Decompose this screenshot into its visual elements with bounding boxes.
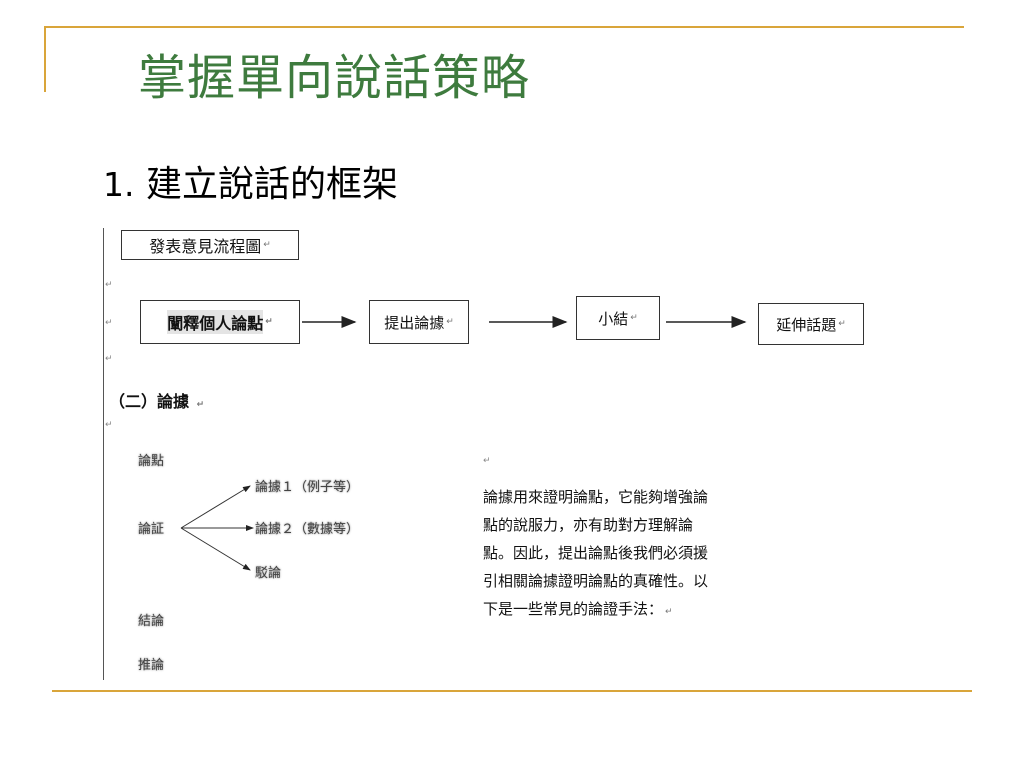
flow-arrows (180, 316, 747, 571)
slide-title: 掌握單向說話策略 (138, 50, 531, 106)
paragraph-mark: ↵ (483, 456, 491, 466)
paragraph-mark: ↵ (105, 318, 113, 328)
paragraph-line-text: 下是一些常見的論證手法： (483, 600, 664, 618)
tree-point: 論點 (138, 454, 165, 469)
argument-paragraph: 論據用來證明論點，它能夠增強論 點的說服力，亦有助對方理解論 點。因此，提出論點… (483, 483, 783, 626)
paragraph-mark: ↵ (665, 607, 673, 617)
paragraph-line: 點。因此，提出論點後我們必須援 (483, 544, 709, 562)
subtitle-number: 1. (103, 165, 135, 204)
tree-branch-1 (180, 485, 251, 529)
flow-step-label: 小結 (598, 309, 629, 328)
top-rule (44, 26, 964, 28)
paragraph-line: 引相關論據證明論點的真確性。以 (483, 572, 709, 590)
paragraph-mark: ↵ (630, 313, 638, 323)
flow-step-label: 闡釋個人論點 (167, 310, 264, 334)
flow-step-4: 延伸話題 ↵ (758, 303, 864, 345)
flow-step-3: 小結 ↵ (576, 296, 660, 340)
paragraph-mark: ↵ (263, 240, 271, 250)
bottom-rule (52, 690, 972, 692)
paragraph-mark: ↵ (265, 317, 273, 327)
tree-proof: 論証 (138, 522, 165, 537)
section-heading-text: （二）論據 (109, 392, 190, 411)
paragraph-line: 論據用來證明論點，它能夠增強論 (483, 488, 709, 506)
tree-branch-label-1: 論據１（例子等） (255, 480, 360, 495)
paragraph-mark: ↵ (196, 400, 205, 410)
paragraph-mark: ↵ (446, 317, 454, 327)
tree-branch-3 (180, 527, 251, 571)
tree-conclusion: 結論 (138, 614, 165, 629)
left-rule (44, 26, 46, 92)
tree-branch-label-2: 論據２（數據等） (255, 522, 360, 537)
paragraph-mark: ↵ (105, 420, 113, 430)
tree-branch-label-3: 駁論 (255, 566, 282, 581)
flow-step-label: 提出論據 (384, 313, 445, 332)
paragraph-mark: ↵ (105, 354, 113, 364)
subtitle-text: 建立說話的框架 (145, 164, 398, 205)
tree-inference: 推論 (138, 658, 165, 673)
flow-title: 發表意見流程圖 (149, 237, 262, 256)
document-image: 發表意見流程圖 ↵ ↵ ↵ ↵ ↵ 闡釋個人論點 ↵ 提出論據 ↵ 小結 ↵ 延… (103, 228, 871, 680)
paragraph-mark: ↵ (105, 280, 113, 290)
flow-title-box: 發表意見流程圖 ↵ (121, 230, 299, 260)
flow-step-2: 提出論據 ↵ (369, 300, 469, 344)
slide-subtitle: 1. 建立說話的框架 (103, 155, 398, 207)
paragraph-line-last: 下是一些常見的論證手法：↵ (483, 595, 783, 626)
paragraph-line: 點的說服力，亦有助對方理解論 (483, 516, 694, 534)
flow-step-label: 延伸話題 (776, 315, 837, 334)
doc-left-border (103, 228, 104, 680)
paragraph-mark: ↵ (838, 319, 846, 329)
flow-step-1: 闡釋個人論點 ↵ (140, 300, 300, 344)
section-heading: （二）論據 ↵ (109, 388, 204, 412)
